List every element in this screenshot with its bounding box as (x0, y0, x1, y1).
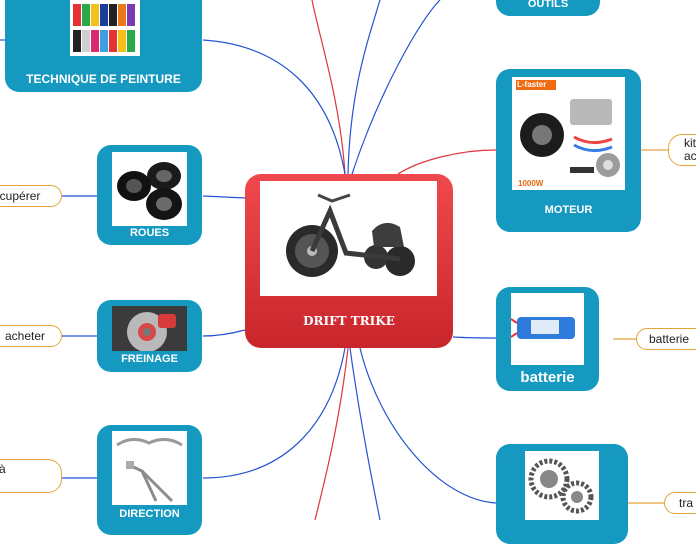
spray-paint-cans-photo (70, 0, 140, 56)
moteur-power-badge: 1000W (518, 179, 543, 188)
leaf-direction-note[interactable]: à (0, 459, 62, 493)
node-transmission[interactable] (496, 444, 628, 544)
drift-trike-photo (260, 181, 437, 296)
node-direction[interactable]: DIRECTION (97, 425, 202, 535)
node-batterie-label: batterie (496, 369, 599, 386)
node-freinage[interactable]: FREINAGE (97, 300, 202, 372)
chain-sprocket-photo (525, 451, 599, 520)
leaf-batterie-note-text: batterie (649, 332, 689, 346)
node-direction-label: DIRECTION (97, 508, 202, 520)
leaf-transmission-note-text: tra (679, 496, 693, 510)
leaf-moteur-note-line2: ac (684, 149, 696, 163)
handlebar-fork-photo (112, 431, 187, 505)
central-node-drift-trike[interactable]: DRIFT TRIKE (245, 174, 453, 348)
wheels-photo (112, 152, 187, 226)
battery-pack-photo (511, 293, 584, 365)
motor-kit-photo (512, 77, 625, 190)
leaf-acheter-text: acheter (5, 329, 45, 343)
moteur-brand-badge: L-faster (517, 80, 546, 89)
node-roues-label: ROUES (97, 227, 202, 239)
node-technique-de-peinture-label: TECHNIQUE DE PEINTURE (5, 72, 202, 86)
central-node-label: DRIFT TRIKE (245, 314, 453, 328)
node-batterie[interactable]: batterie (496, 287, 599, 391)
leaf-recuperer-text: écupérer (0, 189, 40, 203)
node-roues[interactable]: ROUES (97, 145, 202, 245)
leaf-direction-note-text: à (0, 462, 6, 476)
leaf-batterie-note[interactable]: batterie (636, 328, 696, 350)
node-moteur-label: MOTEUR (496, 204, 641, 216)
node-freinage-label: FREINAGE (97, 353, 202, 365)
leaf-acheter[interactable]: acheter (0, 325, 62, 347)
leaf-moteur-note-line1: kit (684, 136, 696, 150)
leaf-transmission-note[interactable]: tra (664, 492, 696, 514)
node-outils[interactable]: OUTILS (496, 0, 600, 16)
leaf-recuperer[interactable]: écupérer (0, 185, 62, 207)
node-moteur[interactable]: L-faster 1000W MOTEUR (496, 69, 641, 232)
node-technique-de-peinture[interactable]: TECHNIQUE DE PEINTURE (5, 0, 202, 92)
node-outils-label: OUTILS (496, 0, 600, 10)
brake-disc-photo (112, 306, 187, 351)
leaf-moteur-note[interactable]: kit ac (668, 134, 696, 166)
